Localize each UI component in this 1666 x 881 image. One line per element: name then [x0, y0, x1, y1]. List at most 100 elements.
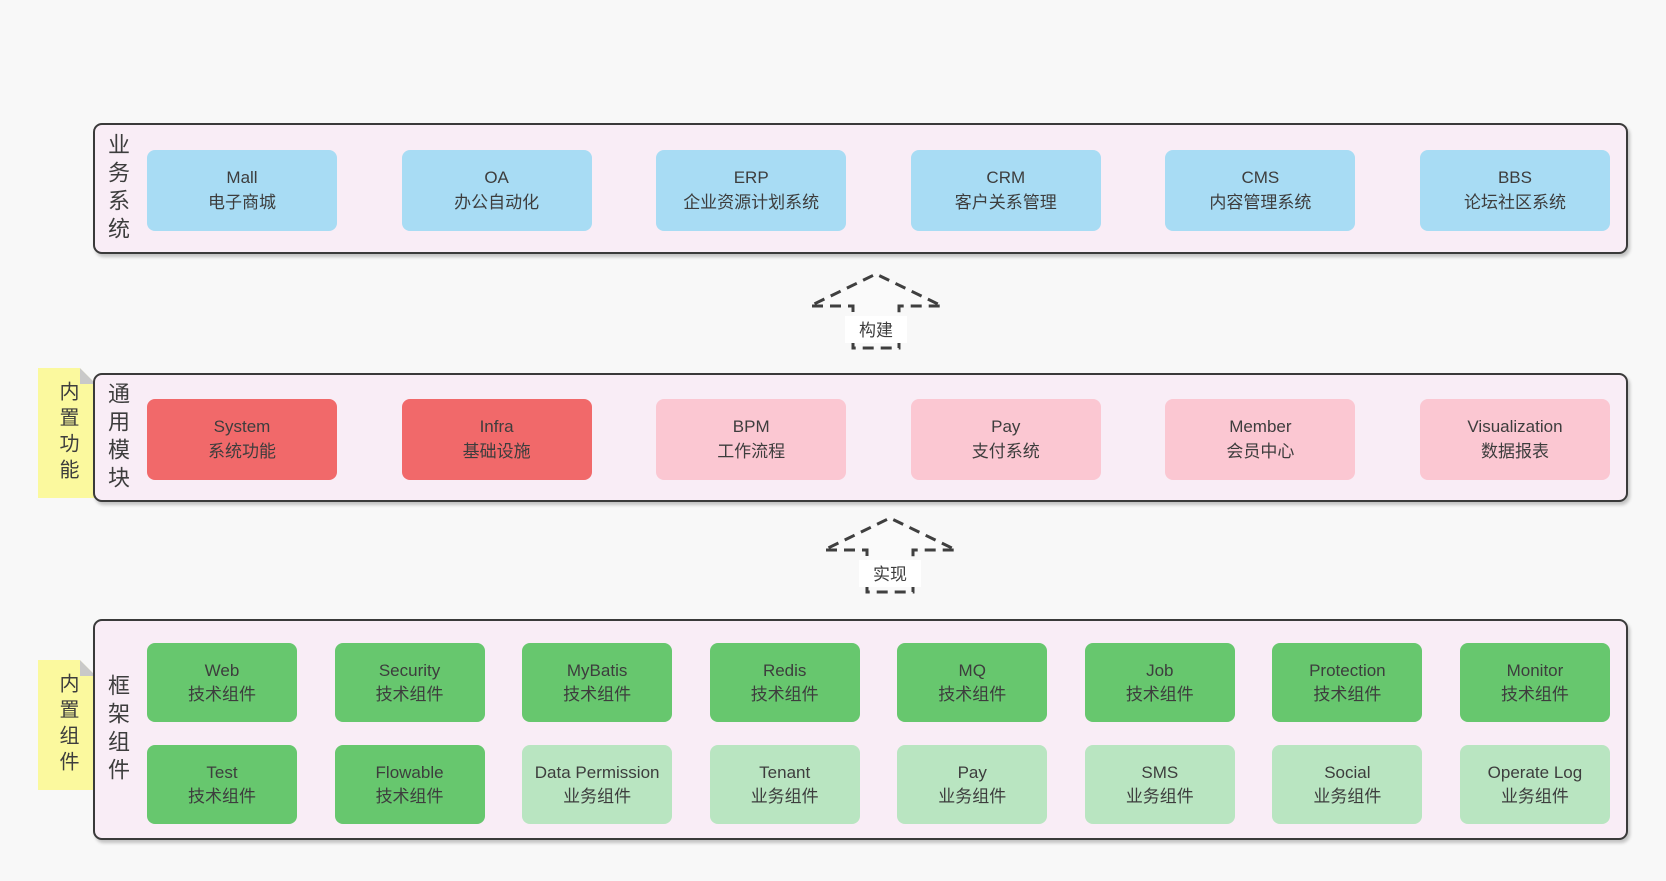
box-data-permission: Data Permission 业务组件: [522, 745, 673, 824]
box-subtitle: 会员中心: [1226, 441, 1295, 461]
common-modules-boxes: System 系统功能 Infra 基础设施 BPM 工作流程 Pay 支付系统…: [147, 399, 1610, 480]
box-title: SMS: [1141, 763, 1179, 783]
box-mq: MQ 技术组件: [897, 643, 1048, 722]
box-bbs: BBS 论坛社区系统: [1419, 150, 1610, 231]
box-title: Tenant: [759, 763, 811, 783]
box-title: CRM: [986, 167, 1026, 187]
box-subtitle: 技术组件: [1313, 684, 1382, 704]
box-subtitle: 数据报表: [1480, 441, 1549, 461]
box-protection: Protection 技术组件: [1272, 643, 1423, 722]
box-subtitle: 技术组件: [938, 684, 1007, 704]
arrow-label: 构建: [859, 321, 893, 340]
box-infra: Infra 基础设施: [401, 399, 592, 480]
box-crm: CRM 客户关系管理: [910, 150, 1101, 231]
box-subtitle: 支付系统: [971, 441, 1040, 461]
box-oa: OA 办公自动化: [401, 150, 592, 231]
box-title: ERP: [733, 167, 769, 187]
sticky-note-label: 内置组件: [56, 673, 78, 777]
box-subtitle: 技术组件: [375, 684, 444, 704]
box-mybatis: MyBatis 技术组件: [522, 643, 673, 722]
box-mall: Mall 电子商城: [147, 150, 337, 231]
box-title: Web: [204, 661, 240, 681]
box-title: BPM: [732, 416, 770, 436]
box-subtitle: 技术组件: [750, 684, 819, 704]
box-title: Member: [1229, 416, 1292, 436]
box-title: Pay: [957, 763, 987, 783]
box-title: Operate Log: [1487, 763, 1583, 783]
box-title: Mall: [226, 167, 258, 187]
framework-components-band: 框架组件 Web 技术组件 Security 技术组件 MyBatis 技术组件…: [93, 619, 1628, 840]
box-redis: Redis 技术组件: [709, 643, 860, 722]
box-subtitle: 客户关系管理: [954, 192, 1057, 212]
box-subtitle: 技术组件: [563, 684, 632, 704]
box-cms: CMS 内容管理系统: [1165, 150, 1356, 231]
box-subtitle: 企业资源计划系统: [683, 192, 820, 212]
box-subtitle: 业务组件: [1313, 786, 1382, 806]
box-system: System 系统功能: [147, 399, 337, 480]
box-subtitle: 技术组件: [188, 684, 256, 704]
box-subtitle: 业务组件: [1125, 786, 1194, 806]
build-arrow-icon: 构建: [809, 272, 943, 350]
box-social: Social 业务组件: [1272, 745, 1423, 824]
box-title: Job: [1146, 661, 1174, 681]
framework-components-row-2: Test 技术组件 Flowable 技术组件 Data Permission …: [147, 745, 1610, 824]
box-subtitle: 技术组件: [1500, 684, 1569, 704]
box-title: Monitor: [1506, 661, 1564, 681]
box-flowable: Flowable 技术组件: [334, 745, 485, 824]
box-subtitle: 系统功能: [208, 441, 276, 461]
box-subtitle: 技术组件: [188, 786, 256, 806]
box-pay-business: Pay 业务组件: [897, 745, 1048, 824]
box-job: Job 技术组件: [1084, 643, 1235, 722]
box-title: Test: [206, 763, 238, 783]
box-bpm: BPM 工作流程: [656, 399, 847, 480]
box-subtitle: 办公自动化: [454, 192, 540, 212]
sticky-note-label: 内置功能: [56, 381, 78, 485]
box-title: Protection: [1309, 661, 1386, 681]
box-title: Flowable: [375, 763, 444, 783]
box-monitor: Monitor 技术组件: [1459, 643, 1610, 722]
box-subtitle: 业务组件: [1500, 786, 1569, 806]
sticky-note-builtin-components: 内置组件: [38, 660, 96, 790]
box-title: MyBatis: [566, 661, 628, 681]
implement-arrow-icon: 实现: [823, 516, 957, 594]
business-systems-band: 业务系统 Mall 电子商城 OA 办公自动化 ERP 企业资源计划系统 CRM…: [93, 123, 1628, 254]
box-subtitle: 业务组件: [563, 786, 632, 806]
framework-components-row-1: Web 技术组件 Security 技术组件 MyBatis 技术组件 Redi…: [147, 643, 1610, 722]
box-subtitle: 技术组件: [1125, 684, 1194, 704]
business-systems-boxes: Mall 电子商城 OA 办公自动化 ERP 企业资源计划系统 CRM 客户关系…: [147, 150, 1610, 231]
box-title: Security: [378, 661, 441, 681]
box-title: Pay: [991, 416, 1021, 436]
box-title: MQ: [958, 661, 986, 681]
box-erp: ERP 企业资源计划系统: [656, 150, 847, 231]
box-subtitle: 业务组件: [938, 786, 1007, 806]
box-tenant: Tenant 业务组件: [709, 745, 860, 824]
box-title: OA: [484, 167, 509, 187]
box-title: CMS: [1241, 167, 1280, 187]
box-member: Member 会员中心: [1165, 399, 1356, 480]
box-test: Test 技术组件: [147, 745, 297, 824]
common-modules-band: 通用模块 System 系统功能 Infra 基础设施 BPM 工作流程 Pay…: [93, 373, 1628, 502]
band-label-business-systems: 业务系统: [105, 132, 130, 245]
sticky-note-builtin-features: 内置功能: [38, 368, 96, 498]
arrow-label: 实现: [873, 565, 907, 584]
box-title: Visualization: [1467, 416, 1563, 436]
box-subtitle: 电子商城: [208, 192, 276, 212]
box-title: System: [213, 416, 271, 436]
box-subtitle: 内容管理系统: [1209, 192, 1312, 212]
box-operate-log: Operate Log 业务组件: [1459, 745, 1610, 824]
box-web: Web 技术组件: [147, 643, 297, 722]
box-title: Infra: [479, 416, 514, 436]
band-label-common-modules: 通用模块: [105, 381, 130, 494]
box-sms: SMS 业务组件: [1084, 745, 1235, 824]
box-title: Social: [1324, 763, 1371, 783]
box-pay: Pay 支付系统: [910, 399, 1101, 480]
box-subtitle: 工作流程: [717, 441, 786, 461]
box-subtitle: 论坛社区系统: [1463, 192, 1566, 212]
box-visualization: Visualization 数据报表: [1419, 399, 1610, 480]
box-title: BBS: [1497, 167, 1532, 187]
box-subtitle: 业务组件: [750, 786, 819, 806]
box-security: Security 技术组件: [334, 643, 485, 722]
box-subtitle: 技术组件: [375, 786, 444, 806]
box-title: Redis: [762, 661, 807, 681]
band-label-framework-components: 框架组件: [105, 673, 130, 786]
